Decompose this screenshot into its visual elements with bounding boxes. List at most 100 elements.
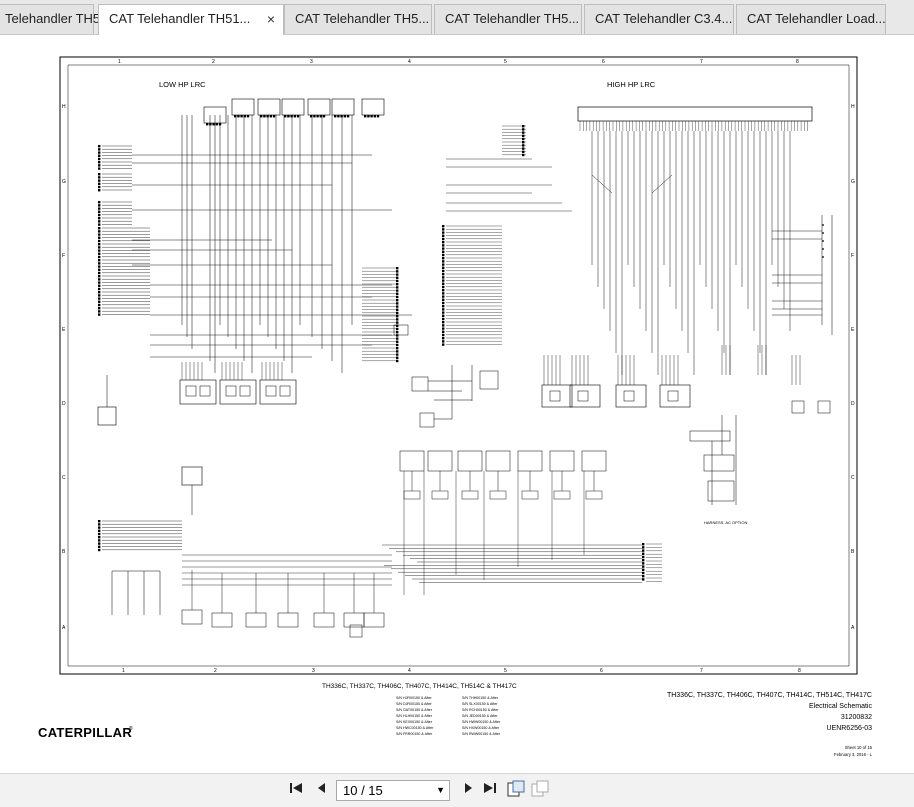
page-number-select[interactable]: 10 / 15 ▼: [336, 780, 450, 801]
component-box: [203, 106, 227, 124]
connector-pin: [396, 295, 399, 299]
sheet-date: February 3, 2016 - L: [834, 752, 873, 757]
connector-pin: [98, 164, 101, 167]
connector-pin: [98, 217, 101, 220]
connector-pin: [442, 289, 445, 292]
connector-pin: [98, 520, 101, 523]
connector-pin: [98, 303, 101, 307]
serial-number: S/N GAT00150 & After: [396, 708, 433, 712]
component-box: [349, 624, 363, 638]
component-box: [457, 450, 483, 472]
component-box: [517, 450, 543, 472]
tab-3[interactable]: CAT Telehandler TH5...: [434, 4, 582, 34]
serial-number: S/N SLX00150 & After: [462, 702, 498, 706]
previous-page-icon[interactable]: [312, 780, 332, 800]
connector-pin: [442, 263, 445, 266]
connector-pin: [396, 356, 399, 359]
connector-pin: [316, 115, 319, 118]
connector-pin: [346, 115, 350, 118]
page-toolbar: 10 / 15 ▼: [0, 773, 914, 807]
next-page-icon[interactable]: [458, 780, 478, 800]
connector-pin: [442, 305, 445, 308]
connector-pin: [442, 228, 445, 231]
tab-5[interactable]: CAT Telehandler Load...: [736, 4, 886, 34]
connector-pin: [284, 115, 287, 118]
connector-pin: [98, 307, 101, 310]
copy-page-icon[interactable]: [530, 780, 550, 800]
connector-pin: [98, 300, 101, 303]
serial-number: S/N RWW00150 & After: [462, 732, 501, 736]
connector-pin: [98, 154, 101, 157]
connector-pin: [370, 115, 373, 118]
connector-pin: [98, 310, 101, 313]
tab-2[interactable]: CAT Telehandler TH5...: [284, 4, 432, 34]
component-box: [181, 466, 203, 486]
connector-pin: [442, 285, 445, 289]
connector-pin: [642, 578, 645, 581]
connector-pin: [98, 271, 101, 275]
row-letter: D: [851, 401, 855, 407]
connector-pin: [396, 276, 399, 279]
connector-pin: [98, 239, 101, 243]
connector-pin: [642, 562, 645, 565]
connector-pin: [442, 343, 445, 346]
connector-pin: [522, 150, 525, 153]
connector-pin: [98, 313, 101, 316]
col-number: 5: [504, 59, 507, 65]
fit-page-icon[interactable]: [506, 780, 526, 800]
component-box: [185, 385, 197, 397]
col-number: 1: [118, 59, 121, 65]
component-box: [181, 609, 203, 625]
connector-pin: [442, 340, 445, 343]
component-box: [707, 480, 735, 502]
connector-pin: [319, 115, 322, 118]
connector-pin: [98, 179, 101, 182]
serial-number: S/N KEX00150 & After: [396, 720, 433, 724]
component-box: [479, 370, 499, 390]
low-hp-title: LOW HP LRC: [159, 80, 206, 89]
caterpillar-logo: CATERPILLAR: [38, 725, 132, 740]
connector-pin: [98, 227, 101, 230]
connector-pin: [642, 543, 645, 546]
connector-pin: [310, 115, 313, 118]
component-box: [623, 390, 635, 402]
connector-pin: [98, 539, 101, 542]
models-center: TH336C, TH337C, TH406C, TH407C, TH414C, …: [322, 683, 517, 690]
document-viewer[interactable]: 1 2 3 4 5 6 7 8 1 2 3 4 5 6 7 8 H G F E …: [0, 35, 914, 773]
connector-pin: [396, 347, 399, 350]
component-box: [225, 385, 237, 397]
connector-pin: [396, 299, 399, 302]
serial-number: S/N JED00150 & After: [462, 714, 498, 718]
connector-pin: [98, 145, 101, 148]
last-page-icon[interactable]: [480, 780, 500, 800]
serial-number: S/N RCH00150 & After: [462, 708, 499, 712]
connector-pin: [290, 115, 293, 118]
tab-0[interactable]: Telehandler TH5...: [0, 4, 111, 34]
component-box: [279, 385, 291, 397]
connector-pin: [396, 334, 399, 337]
wire: [591, 174, 613, 194]
component-box: [689, 430, 731, 442]
col-number: 3: [312, 668, 315, 674]
schematic-page: 1 2 3 4 5 6 7 8 1 2 3 4 5 6 7 8 H G F E …: [32, 35, 884, 773]
connector-pin: [442, 337, 445, 340]
serial-number: S/N HXW00150 & After: [462, 726, 500, 730]
connector-pin: [442, 298, 445, 301]
component-box: [363, 612, 385, 628]
component-box: [399, 450, 425, 472]
connector-pin: [98, 189, 101, 192]
component-box: [427, 450, 453, 472]
first-page-icon[interactable]: [286, 780, 306, 800]
component-box: [431, 490, 449, 500]
connector-pin: [442, 257, 445, 260]
connector-pin: [396, 318, 399, 321]
col-number: 1: [122, 668, 125, 674]
harness-label: HARNESS, AC OPTION: [704, 520, 747, 525]
close-icon[interactable]: ×: [266, 11, 275, 27]
tab-1-active[interactable]: CAT Telehandler TH51...×: [98, 4, 284, 35]
tab-4[interactable]: CAT Telehandler C3.4...: [584, 4, 734, 34]
connector-pin: [396, 273, 399, 276]
connector-pin: [98, 275, 101, 278]
connector-pin: [237, 115, 240, 118]
connector-pin: [396, 302, 399, 305]
